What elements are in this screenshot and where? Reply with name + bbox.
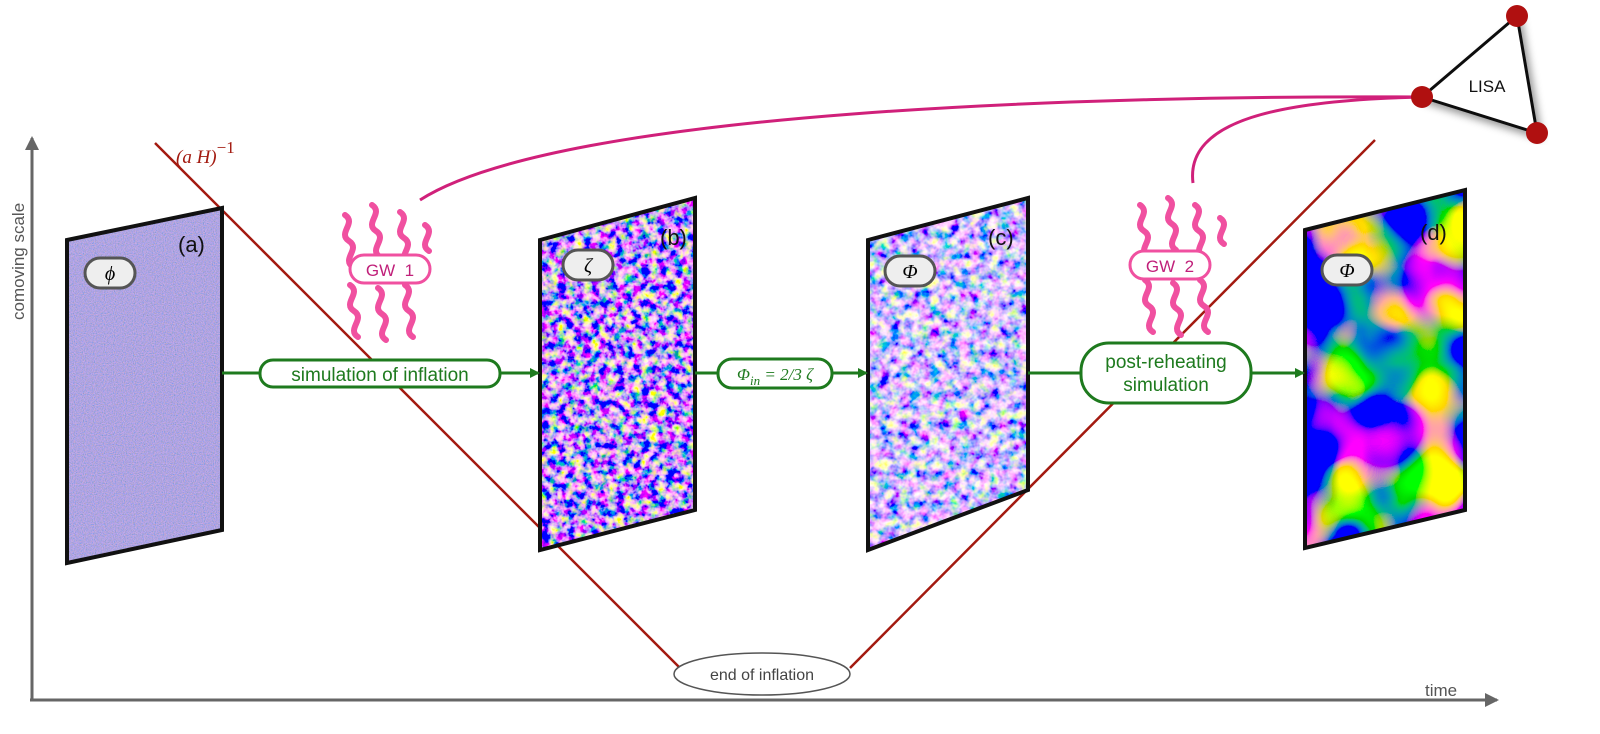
svg-text:ζ: ζ <box>584 255 594 277</box>
svg-text:ϕ: ϕ <box>105 263 115 285</box>
svg-text:end of inflation: end of inflation <box>710 667 814 684</box>
lisa-detector: LISA <box>1411 5 1548 144</box>
step-relation-box: Φin = 2/3 ζ <box>716 357 834 390</box>
x-axis-label: time <box>1425 681 1457 700</box>
field-badge-d: Φ <box>1320 253 1374 287</box>
lisa-node <box>1411 86 1433 108</box>
horizon-label: (a H)−1 <box>176 138 235 168</box>
lisa-node <box>1526 122 1548 144</box>
horizon-line-inflation <box>154 142 681 669</box>
field-badge-b: ζ <box>561 248 615 282</box>
panel-d <box>1303 187 1467 551</box>
field-badge-a: ϕ <box>83 256 137 290</box>
gw2-icon: GW 2 <box>1128 195 1227 338</box>
gw2-signal-curve <box>1191 95 1423 184</box>
panel-b-tag: (b) <box>660 225 687 250</box>
svg-text:simulation: simulation <box>1123 375 1209 396</box>
end-of-inflation-label: end of inflation <box>673 652 851 696</box>
gw1-signal-curve <box>419 95 1423 202</box>
svg-text:Φin = 2/3 ζ: Φin = 2/3 ζ <box>737 365 814 388</box>
panel-c-tag: (c) <box>988 225 1014 250</box>
svg-text:Φ: Φ <box>902 261 917 283</box>
svg-text:Φ: Φ <box>1339 260 1354 282</box>
gw1-icon: GW 1 <box>342 202 432 343</box>
svg-text:simulation of inflation: simulation of inflation <box>291 365 468 386</box>
panel-a-tag: (a) <box>178 232 205 257</box>
y-axis-label: comoving scale <box>9 203 28 320</box>
step-inflation-box: simulation of inflation <box>258 358 502 389</box>
field-badge-c: Φ <box>883 254 937 288</box>
lisa-label: LISA <box>1469 77 1507 96</box>
step-post-reheating-box: post-reheating simulation <box>1079 341 1253 405</box>
lisa-node <box>1506 5 1528 27</box>
svg-text:GW 2: GW 2 <box>1146 257 1194 276</box>
svg-text:post-reheating: post-reheating <box>1105 352 1226 373</box>
svg-text:GW 1: GW 1 <box>366 261 414 280</box>
panel-d-tag: (d) <box>1420 220 1447 245</box>
